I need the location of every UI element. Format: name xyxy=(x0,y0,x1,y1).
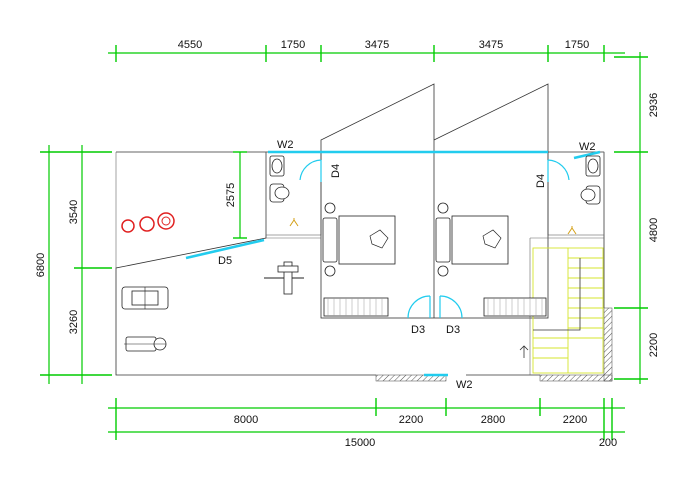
dim-top-3: 3475 xyxy=(365,39,389,51)
dim-bottom-extra: 200 xyxy=(599,437,617,449)
label-w2-bottom: W2 xyxy=(456,379,473,391)
dim-left-inner-1: 3540 xyxy=(68,200,80,224)
dim-left-inner-2: 3260 xyxy=(68,310,80,334)
roof-outline xyxy=(320,83,549,152)
exercise-machine-icon xyxy=(121,286,169,310)
dim-bottom-total: 15000 xyxy=(345,437,376,449)
label-d4-left: D4 xyxy=(330,164,342,178)
dim-top-2: 1750 xyxy=(281,39,305,51)
wardrobe-icon xyxy=(323,297,389,317)
shower-icon xyxy=(289,218,299,227)
nightstand-icon xyxy=(437,202,449,214)
nightstand-icon xyxy=(324,265,336,277)
dim-interior: 2575 xyxy=(225,183,237,207)
top-dimensions: 4550 1750 3475 3475 1750 xyxy=(108,39,625,62)
bedroom-1 xyxy=(322,202,396,317)
opening-labels: W2 W2 W2 D4 D4 D5 D3 D3 xyxy=(218,139,596,391)
weight-plates-icon xyxy=(121,212,175,233)
dim-bottom-2: 2200 xyxy=(399,414,423,426)
exercise-bike-icon xyxy=(124,336,167,352)
label-d4-right: D4 xyxy=(535,174,547,188)
shower-icon xyxy=(567,226,577,235)
label-w2-top-left: W2 xyxy=(277,139,294,151)
dim-bottom-4: 2200 xyxy=(563,414,587,426)
nightstand-icon xyxy=(324,202,336,214)
glazing xyxy=(185,150,601,377)
label-d3-right: D3 xyxy=(446,324,460,336)
bedroom-2 xyxy=(435,202,547,317)
dim-right-1: 2936 xyxy=(648,93,660,117)
bed-icon xyxy=(451,215,509,265)
nightstand-icon xyxy=(437,265,449,277)
bed-icon xyxy=(338,215,396,265)
hatched-walls xyxy=(375,307,613,382)
dim-top-1: 4550 xyxy=(178,39,202,51)
dim-bottom-3: 2800 xyxy=(481,414,505,426)
dim-top-4: 3475 xyxy=(479,39,503,51)
gym-area xyxy=(121,212,304,352)
dim-right-2: 4800 xyxy=(648,218,660,242)
label-d3-left: D3 xyxy=(411,324,425,336)
lat-machine-icon xyxy=(264,261,304,295)
label-w2-top-right: W2 xyxy=(579,141,596,153)
right-bathroom-fixtures xyxy=(567,155,601,235)
dim-top-5: 1750 xyxy=(565,39,589,51)
doors xyxy=(299,159,570,319)
right-dimensions: 2936 4800 2200 xyxy=(614,52,660,384)
label-d5: D5 xyxy=(218,255,232,267)
bottom-dimensions: 8000 2200 2800 2200 15000 200 xyxy=(108,398,625,449)
left-dimensions: 6800 3540 3260 xyxy=(35,145,112,384)
wardrobe-icon xyxy=(483,297,547,317)
dim-bottom-1: 8000 xyxy=(234,414,258,426)
dim-right-3: 2200 xyxy=(648,333,660,357)
left-bathroom-fixtures xyxy=(269,155,299,227)
dim-left-outer: 6800 xyxy=(35,253,47,277)
